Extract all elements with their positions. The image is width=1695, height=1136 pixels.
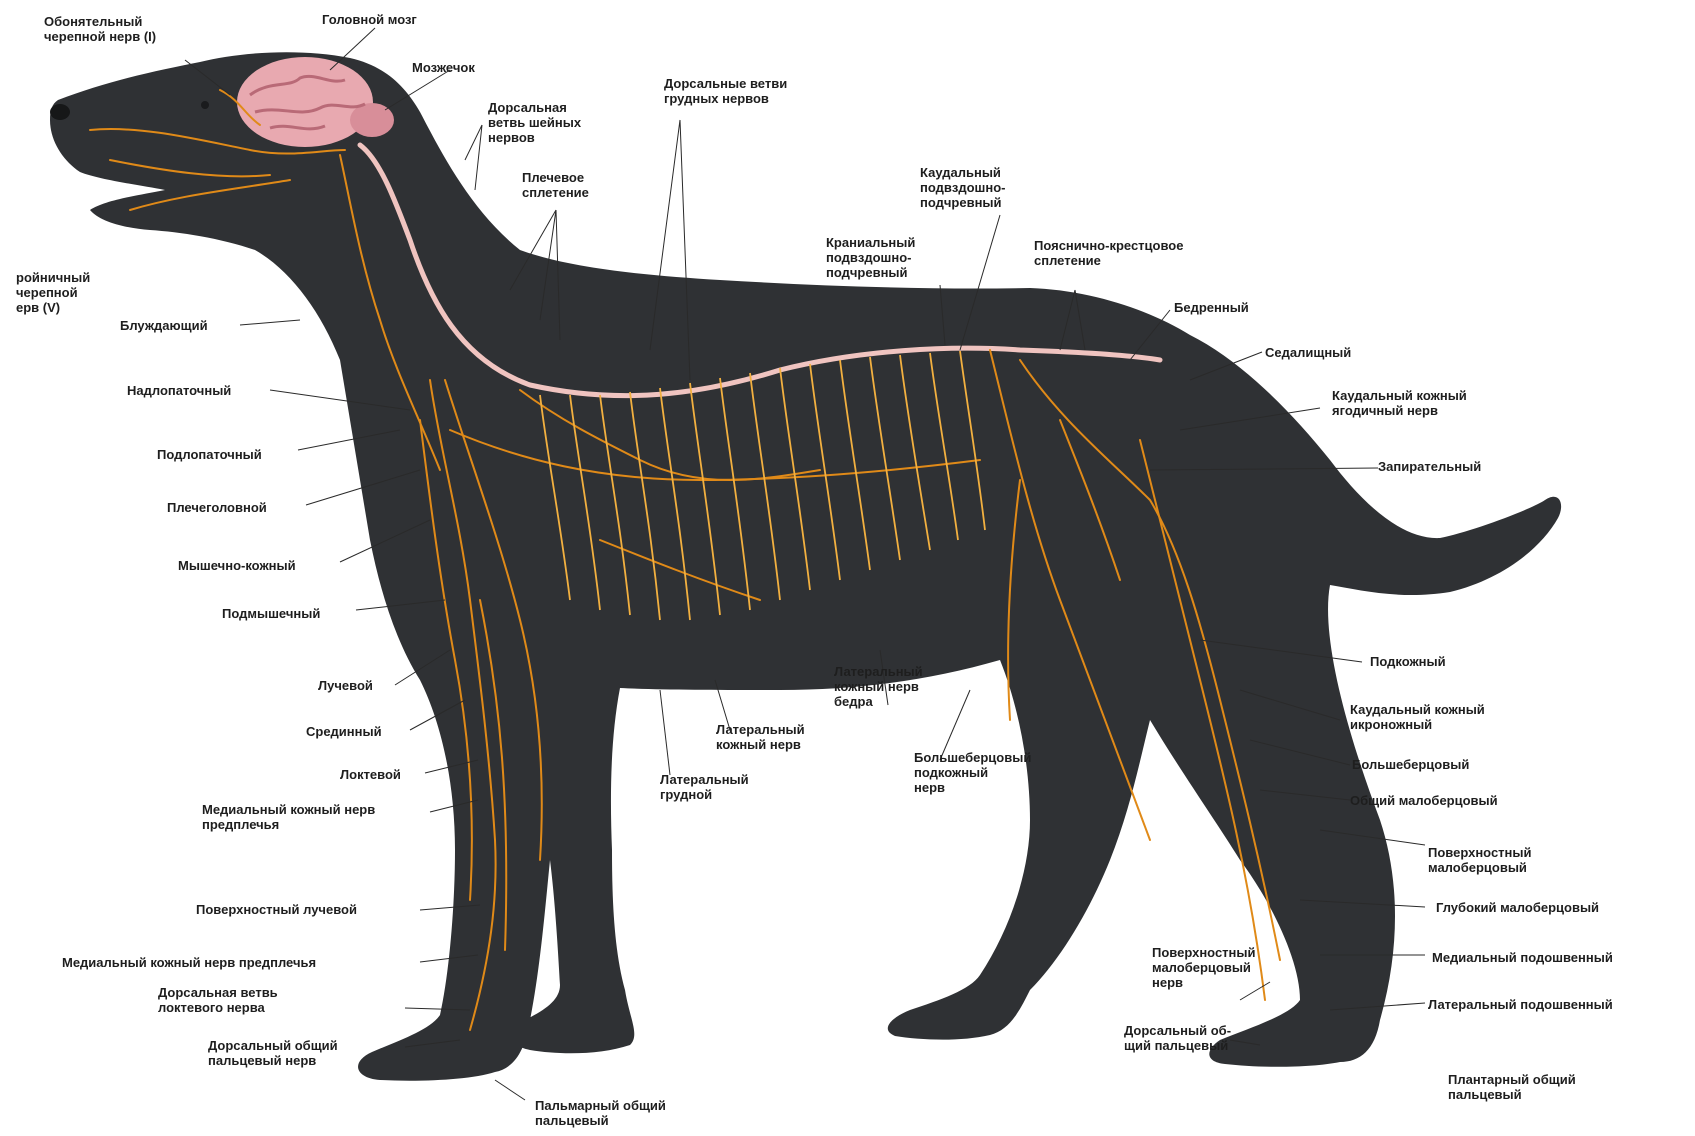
label-axillary: Подмышечный bbox=[222, 606, 320, 621]
label-radial: Лучевой bbox=[318, 678, 373, 693]
label-palmar-common-digital: Пальмарный общий пальцевый bbox=[535, 1098, 666, 1128]
label-lateral-thoracic: Латеральный грудной bbox=[660, 772, 749, 802]
label-brain: Головной мозг bbox=[322, 12, 417, 27]
dog-eye bbox=[201, 101, 209, 109]
label-olfactory-nerve: Обонятельный черепной нерв (I) bbox=[44, 14, 156, 44]
label-dorsal-cervical: Дорсальная ветвь шейных нервов bbox=[488, 100, 581, 145]
label-saphenous: Подкожный bbox=[1370, 654, 1446, 669]
label-superficial-peroneal-small: Поверхностный малоберцовый нерв bbox=[1152, 945, 1256, 990]
label-vagus: Блуждающий bbox=[120, 318, 208, 333]
label-femoral: Бедренный bbox=[1174, 300, 1249, 315]
label-caudal-iliohypogastric: Каудальный подвздошно- подчревный bbox=[920, 165, 1005, 210]
label-medial-cutaneous-forearm-2: Медиальный кожный нерв предплечья bbox=[62, 955, 316, 970]
label-dorsal-common-digital: Дорсальный общий пальцевый нерв bbox=[208, 1038, 338, 1068]
label-lumbosacral-plexus: Поясничнo-крестцовое сплетение bbox=[1034, 238, 1183, 268]
label-deep-peroneal: Глубокий малоберцовый bbox=[1436, 900, 1599, 915]
label-dorsal-common-digital-hind: Дорсальный об- щий пальцевый bbox=[1124, 1023, 1231, 1053]
label-brachial-plexus: Плечевое сплетение bbox=[522, 170, 589, 200]
label-superficial-peroneal: Поверхностный малоберцовый bbox=[1428, 845, 1532, 875]
label-medial-plantar: Медиальный подошвенный bbox=[1432, 950, 1613, 965]
label-brachiocephalic: Плечеголовной bbox=[167, 500, 267, 515]
label-lateral-cutaneous-femoral: Латеральный кожный нерв бедра bbox=[834, 664, 923, 709]
label-cranial-iliohypogastric: Краниальный подвздошно- подчревный bbox=[826, 235, 915, 280]
label-superficial-radial: Поверхностный лучевой bbox=[196, 902, 357, 917]
label-musculocutaneous: Мышечно-кожный bbox=[178, 558, 296, 573]
label-dorsal-ulnar-branch: Дорсальная ветвь локтевого нерва bbox=[158, 985, 278, 1015]
label-median: Срединный bbox=[306, 724, 382, 739]
dog-nose bbox=[50, 104, 70, 120]
label-ulnar: Локтевой bbox=[340, 767, 401, 782]
label-cerebellum: Мозжечок bbox=[412, 60, 475, 75]
label-tibial: Большеберцовый bbox=[1352, 757, 1469, 772]
label-obturator: Запирательный bbox=[1378, 459, 1481, 474]
label-subscapular: Подлопаточный bbox=[157, 447, 262, 462]
label-caudal-cutaneous-gluteal: Каудальный кожный ягодичный нерв bbox=[1332, 388, 1467, 418]
label-dorsal-thoracic: Дорсальные ветви грудных нервов bbox=[664, 76, 787, 106]
label-plantar-common-digital: Плантарный общий пальцевый bbox=[1448, 1072, 1576, 1102]
label-trigeminal: ройничный черепной ерв (V) bbox=[16, 270, 90, 315]
label-saphenous-small: Большеберцовый подкожный нерв bbox=[914, 750, 1031, 795]
label-sciatic: Седалищный bbox=[1265, 345, 1351, 360]
label-lateral-plantar: Латеральный подошвенный bbox=[1428, 997, 1613, 1012]
label-lateral-cutaneous-nerve: Латеральный кожный нерв bbox=[716, 722, 805, 752]
label-suprascapular: Надлопаточный bbox=[127, 383, 231, 398]
label-common-peroneal: Общий малоберцовый bbox=[1350, 793, 1498, 808]
label-caudal-cutaneous-sural: Каудальный кожный икроножный bbox=[1350, 702, 1485, 732]
label-medial-cutaneous-forearm-1: Медиальный кожный нерв предплечья bbox=[202, 802, 375, 832]
